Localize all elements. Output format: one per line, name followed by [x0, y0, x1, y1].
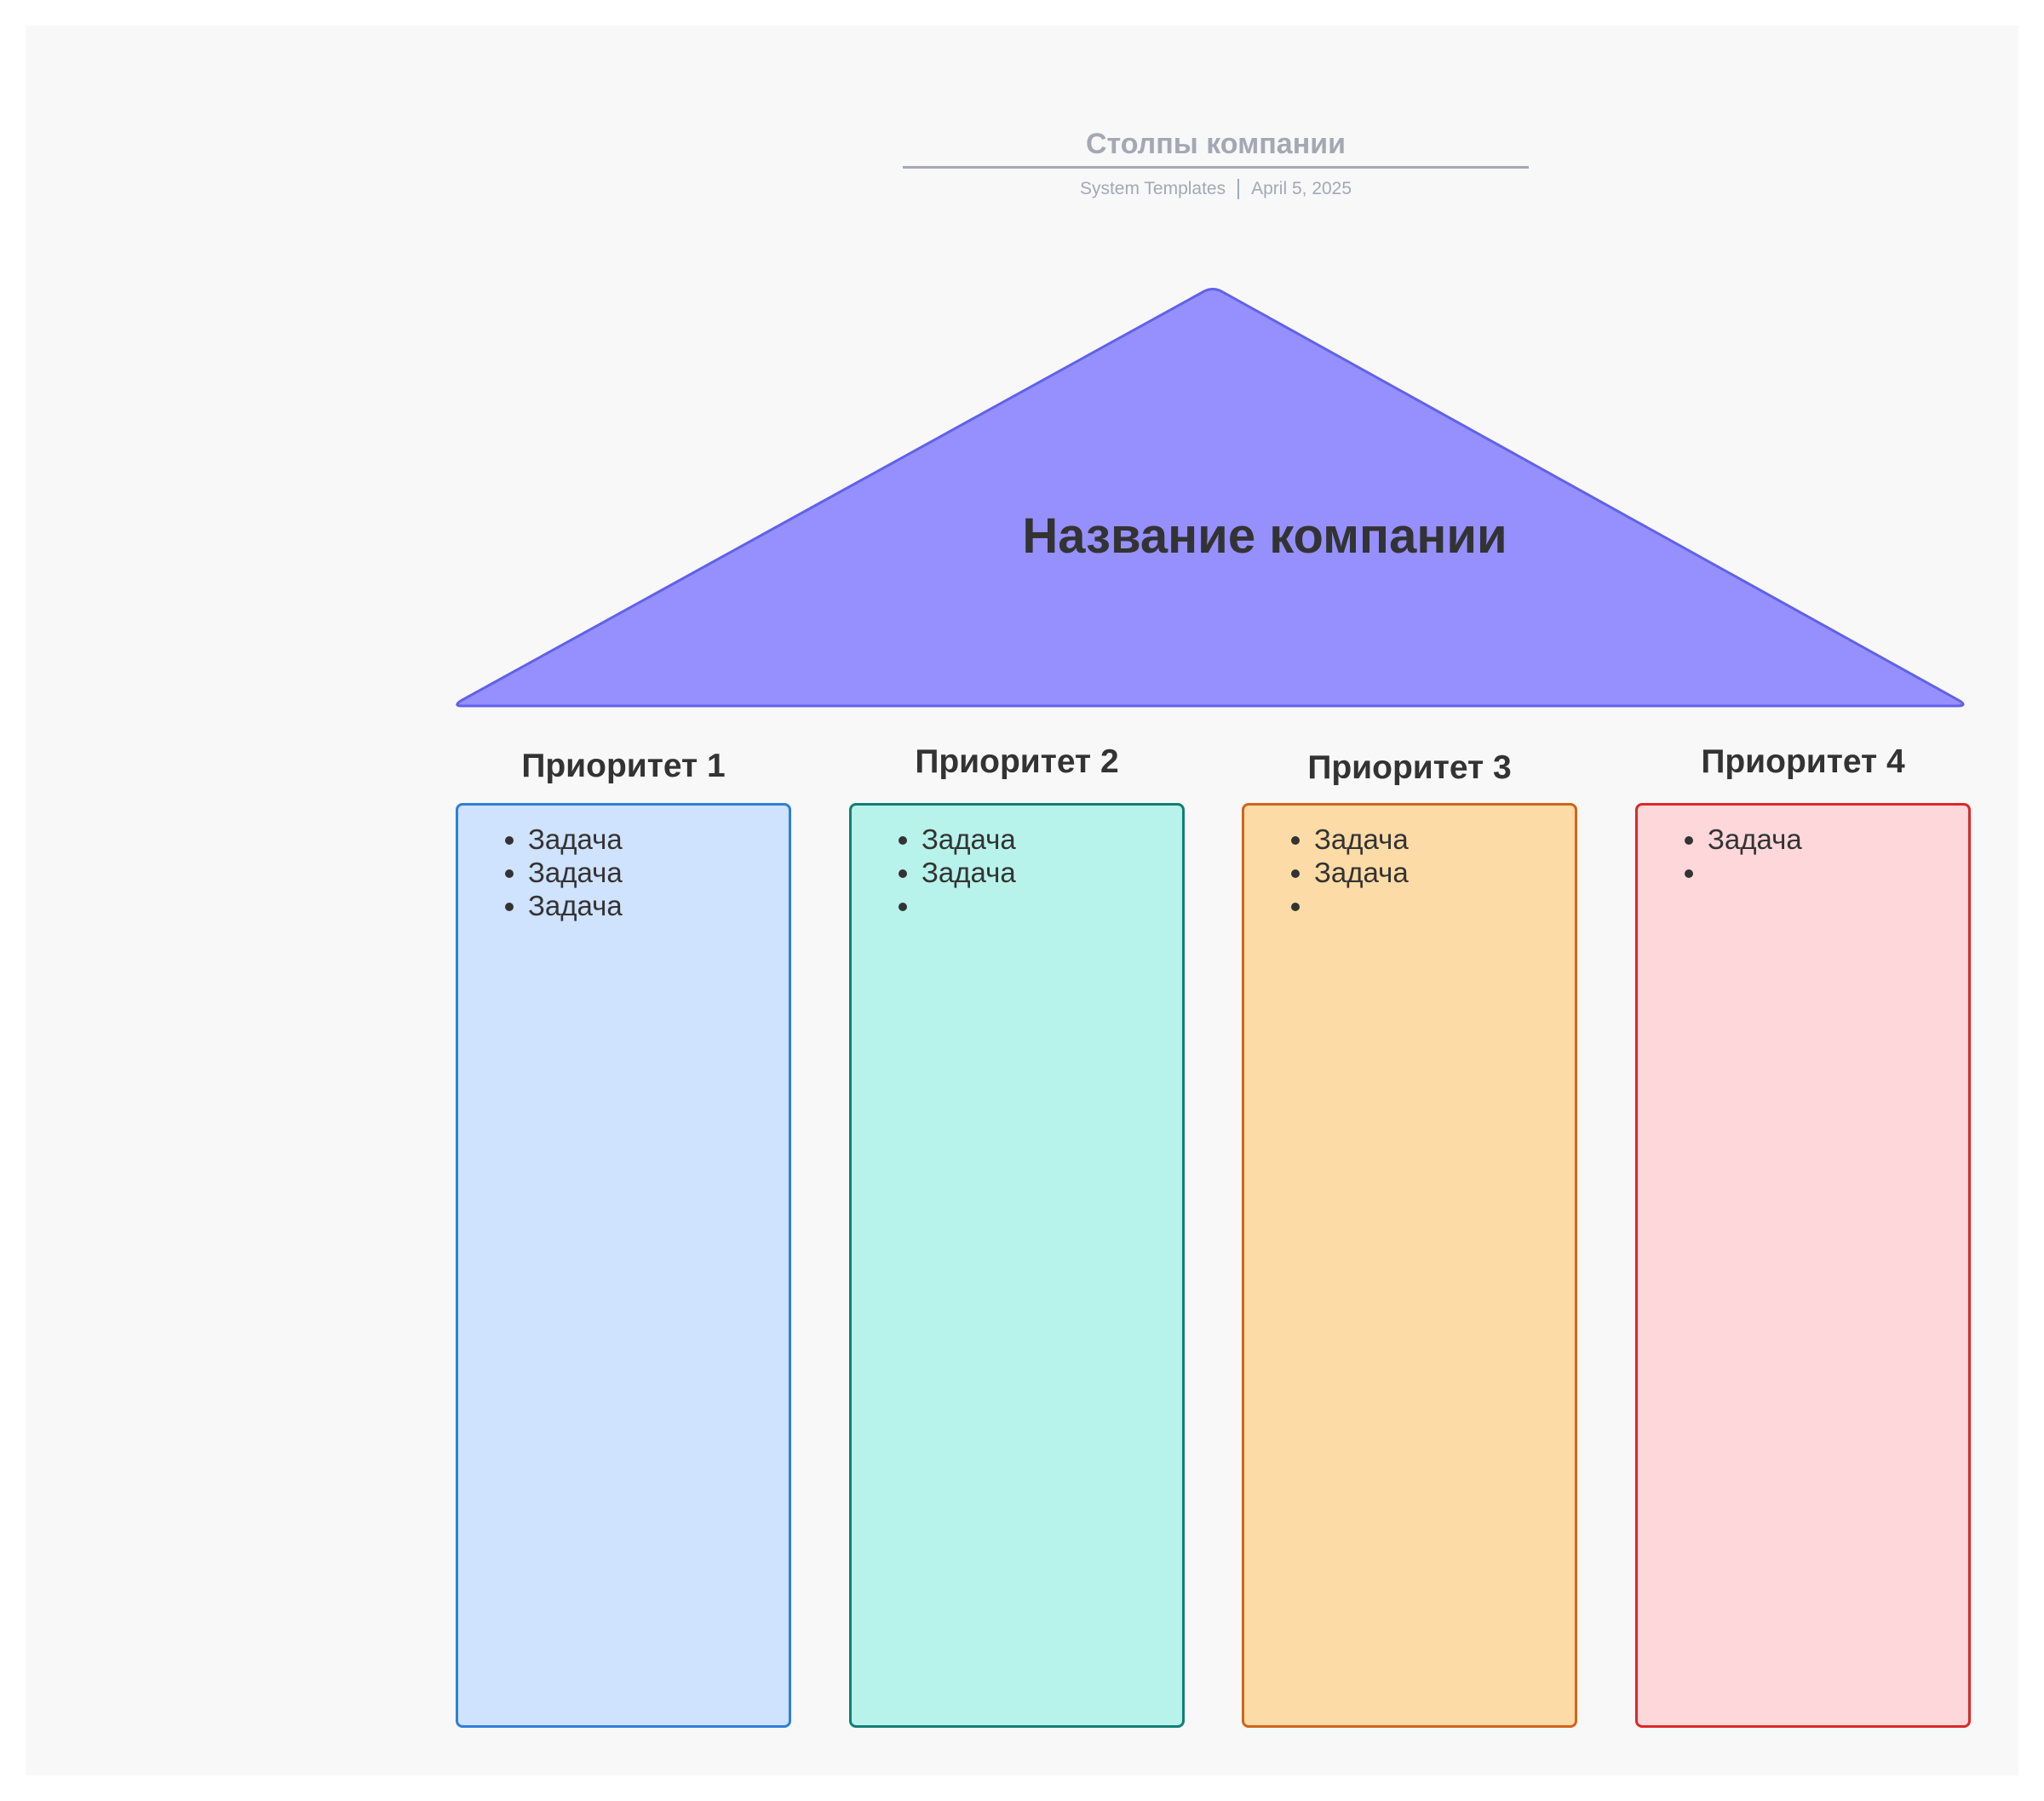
task-item[interactable]: Задача [922, 823, 1182, 856]
pillar-4-box[interactable]: Задача [1635, 803, 1971, 1728]
company-name[interactable]: Название компании [1022, 508, 1507, 564]
pillar-4-task-list: Задача [1638, 823, 1968, 889]
meta-separator [1237, 179, 1240, 200]
pillar-2-task-list: Задача Задача [852, 823, 1182, 922]
pillar-2-box[interactable]: Задача Задача [849, 803, 1185, 1728]
pillar-1-title[interactable]: Приоритет 1 [521, 748, 726, 784]
pillar-1-box[interactable]: Задача Задача Задача [456, 803, 791, 1728]
pillar-3-box[interactable]: Задача Задача [1242, 803, 1577, 1728]
date-label: April 5, 2025 [1251, 179, 1352, 198]
pillar-1-task-list: Задача Задача Задача [458, 823, 789, 922]
document-title[interactable]: Столпы компании [1085, 128, 1346, 160]
task-item[interactable]: Задача [528, 823, 789, 856]
roof-triangle[interactable] [456, 288, 1965, 708]
task-item[interactable]: Задача [528, 889, 789, 922]
task-item-empty[interactable] [1314, 889, 1575, 922]
title-underline [903, 166, 1529, 169]
source-label: System Templates [1079, 179, 1226, 198]
task-item-empty[interactable] [1708, 856, 1968, 889]
document-meta: System Templates April 5, 2025 [903, 177, 1529, 201]
task-item[interactable]: Задача [922, 856, 1182, 889]
pillar-3-task-list: Задача Задача [1244, 823, 1575, 922]
pillar-3-title[interactable]: Приоритет 3 [1307, 749, 1512, 786]
document-header: Столпы компании System Templates April 5,… [903, 123, 1529, 201]
task-item[interactable]: Задача [1314, 823, 1575, 856]
task-item[interactable]: Задача [528, 856, 789, 889]
task-item[interactable]: Задача [1314, 856, 1575, 889]
pillar-4-title[interactable]: Приоритет 4 [1701, 743, 1905, 780]
task-item-empty[interactable] [922, 889, 1182, 922]
task-item[interactable]: Задача [1708, 823, 1968, 856]
pillar-2-title[interactable]: Приоритет 2 [915, 743, 1119, 780]
